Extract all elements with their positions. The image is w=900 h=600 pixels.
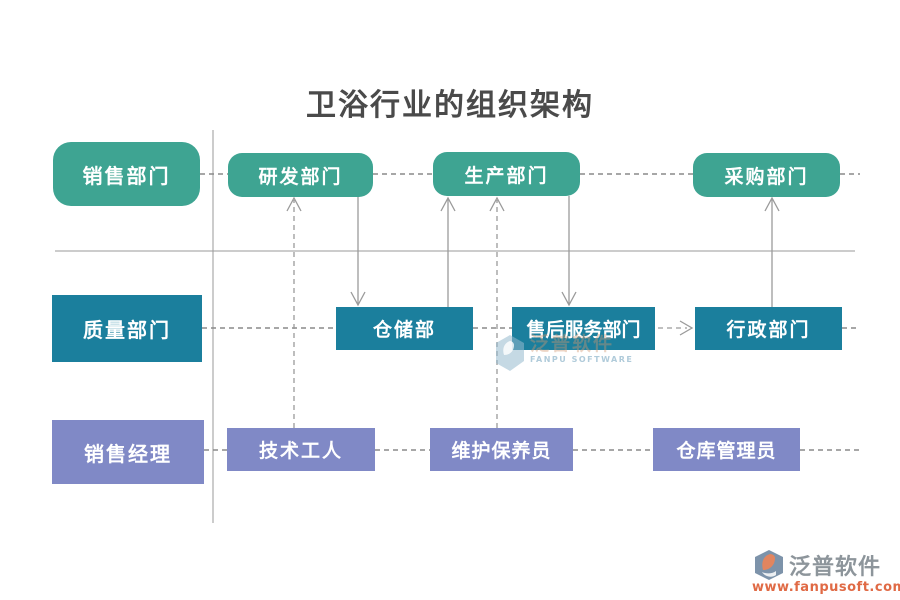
page-title: 卫浴行业的组织架构 (306, 88, 594, 123)
arrow-production-to-aftersales (561, 196, 577, 307)
warehouse-keeper-label: 仓库管理员 (676, 440, 777, 462)
arrow-worker-to-rd (286, 196, 302, 428)
production-department-box: 生产部门 (433, 152, 580, 196)
admin-department-label: 行政部门 (726, 319, 811, 341)
arrow-warehouse-to-production (440, 196, 456, 307)
sales-department-box: 销售部门 (53, 142, 200, 206)
warehouse-keeper-box: 仓库管理员 (653, 428, 800, 471)
maintenance-staff-box: 维护保养员 (430, 428, 573, 471)
rd-department-box: 研发部门 (228, 153, 373, 197)
sales-department-label: 销售部门 (82, 163, 171, 188)
fanpu-logo-url: www.fanpusoft.com (752, 580, 900, 595)
warehouse-department-box: 仓储部 (336, 307, 473, 350)
quality-department-label: 质量部门 (83, 318, 171, 342)
procurement-department-label: 采购部门 (724, 165, 809, 188)
arrow-admin-to-procurement (764, 196, 780, 307)
quality-department-box: 质量部门 (52, 295, 202, 362)
arrow-rd-to-warehouse (350, 197, 366, 307)
procurement-department-box: 采购部门 (693, 153, 840, 197)
sales-manager-label: 销售经理 (84, 441, 172, 466)
fanpu-logo: 泛普软件 www.fanpusoft.com (752, 548, 900, 595)
after-sales-department-box: 售后服务部门 (512, 307, 655, 350)
fanpu-logo-name: 泛普软件 (789, 555, 882, 580)
production-department-label: 生产部门 (464, 164, 549, 187)
maintenance-staff-label: 维护保养员 (451, 440, 552, 462)
technical-worker-box: 技术工人 (227, 428, 375, 471)
admin-department-box: 行政部门 (695, 307, 842, 350)
arrow-aftersales-to-admin (658, 320, 694, 336)
arrow-maintenance-to-production (489, 196, 505, 428)
sales-manager-box: 销售经理 (52, 420, 204, 484)
fanpu-logo-icon (755, 550, 783, 580)
after-sales-department-label: 售后服务部门 (526, 319, 641, 341)
rd-department-label: 研发部门 (258, 165, 343, 188)
technical-worker-label: 技术工人 (258, 440, 343, 462)
warehouse-department-label: 仓储部 (372, 319, 436, 341)
